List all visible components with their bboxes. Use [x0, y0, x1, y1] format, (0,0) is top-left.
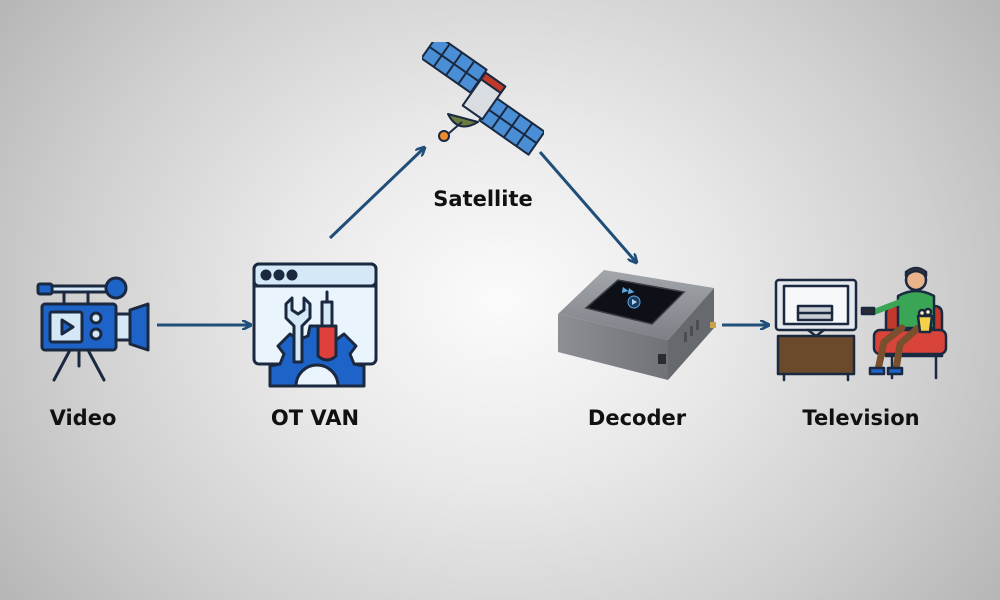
- node-ot-van: [252, 262, 378, 390]
- arrow-otvan-to-satellite: [328, 148, 424, 240]
- arrow-satellite-to-decoder: [538, 151, 636, 262]
- decoder-box-icon: ▶▶: [558, 270, 716, 380]
- node-television-label: Television: [802, 406, 920, 430]
- person-watching-tv-icon: [774, 266, 948, 382]
- node-television: [774, 266, 950, 382]
- node-satellite-label: Satellite: [433, 187, 533, 211]
- node-decoder-label: Decoder: [587, 406, 687, 430]
- settings-window-icon: [252, 262, 378, 388]
- svg-text:▶▶: ▶▶: [622, 285, 637, 296]
- node-video: [30, 270, 155, 385]
- video-camera-icon: [36, 276, 150, 382]
- node-video-label: Video: [49, 406, 117, 430]
- node-satellite: [420, 34, 546, 157]
- satellite-icon: [420, 34, 546, 156]
- node-ot-van-label: OT VAN: [270, 406, 360, 430]
- node-decoder: ▶▶: [552, 262, 722, 384]
